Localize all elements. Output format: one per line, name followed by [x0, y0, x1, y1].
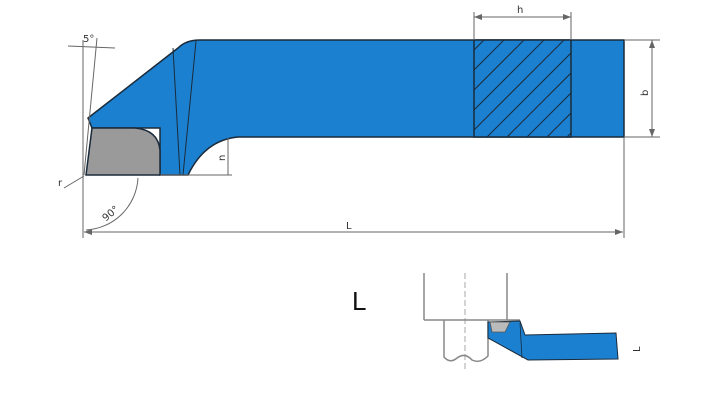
shank-width-label: b: [640, 90, 651, 96]
angle-5-label: 5°: [83, 34, 94, 45]
side-length-label: L: [632, 346, 643, 352]
radius-label: r: [58, 178, 63, 189]
side-view-caption: L: [352, 286, 366, 316]
length-label: L: [346, 221, 352, 232]
carbide-insert: [85, 127, 161, 176]
dimensions: 5° r 90° n L h b: [58, 5, 660, 238]
tool-top-view: [85, 39, 625, 176]
shank-section-hatch: [474, 40, 571, 137]
shank-height-label: h: [517, 5, 523, 16]
tool-side-view: L: [423, 273, 643, 372]
angle-90-label: 90°: [101, 204, 122, 224]
neck-height-label: n: [217, 155, 228, 161]
